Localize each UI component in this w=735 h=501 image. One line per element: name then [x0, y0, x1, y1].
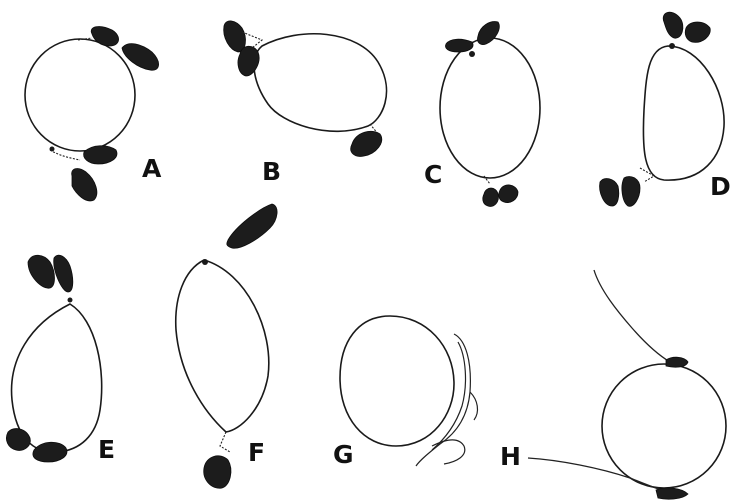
- junction-dot: [50, 147, 55, 152]
- junction-dot: [68, 298, 73, 303]
- dark-body: [483, 188, 499, 206]
- panel-d: [600, 12, 724, 206]
- dark-body: [227, 204, 277, 248]
- panel-label-h: H: [500, 442, 521, 471]
- cell-outline: [340, 316, 454, 446]
- connecting-strand: [220, 432, 230, 452]
- panel-label-c: C: [424, 160, 442, 189]
- panel-label-f: F: [248, 438, 265, 467]
- dark-body: [33, 442, 67, 462]
- cell-outline: [254, 34, 386, 132]
- panel-label-b: B: [262, 157, 281, 186]
- dark-body: [499, 185, 518, 203]
- junction-dot: [669, 43, 675, 49]
- dark-body: [351, 131, 382, 156]
- dark-body: [238, 46, 259, 76]
- panel-g: [340, 316, 477, 466]
- junction-dot: [202, 259, 208, 265]
- membrane-debris: [470, 392, 477, 420]
- dark-body: [666, 357, 688, 367]
- dark-body: [204, 456, 231, 488]
- panel-label-d: D: [710, 172, 731, 201]
- panel-c: [440, 22, 540, 207]
- panel-label-g: G: [333, 440, 354, 469]
- cell-outline: [643, 46, 724, 180]
- panel-label-a: A: [142, 154, 162, 183]
- panel-e: [6, 255, 101, 462]
- panel-b: [224, 21, 387, 156]
- cell-outline: [12, 304, 102, 452]
- cell-outline: [602, 364, 726, 488]
- dark-body: [685, 22, 710, 42]
- panel-label-e: E: [98, 435, 115, 464]
- cell-outline: [440, 38, 540, 178]
- dark-body: [91, 27, 118, 46]
- junction-dot: [469, 51, 475, 57]
- dark-body: [656, 488, 688, 499]
- connecting-strand: [640, 168, 654, 182]
- thread: [594, 270, 670, 362]
- dark-body: [54, 255, 73, 292]
- dark-body: [663, 12, 683, 38]
- cell-outline: [176, 260, 269, 432]
- dark-body: [600, 179, 619, 206]
- cell-outline: [25, 39, 135, 151]
- dark-body: [6, 429, 30, 451]
- panel-a: [25, 27, 159, 201]
- thread: [528, 458, 680, 494]
- dark-body: [446, 39, 474, 52]
- dark-body: [477, 22, 499, 45]
- panel-h: [528, 270, 726, 499]
- dark-body: [28, 255, 55, 288]
- dark-body: [622, 176, 640, 206]
- membrane-debris: [432, 440, 465, 464]
- dark-body: [84, 146, 117, 164]
- dark-body: [224, 21, 246, 52]
- dark-body: [72, 169, 97, 201]
